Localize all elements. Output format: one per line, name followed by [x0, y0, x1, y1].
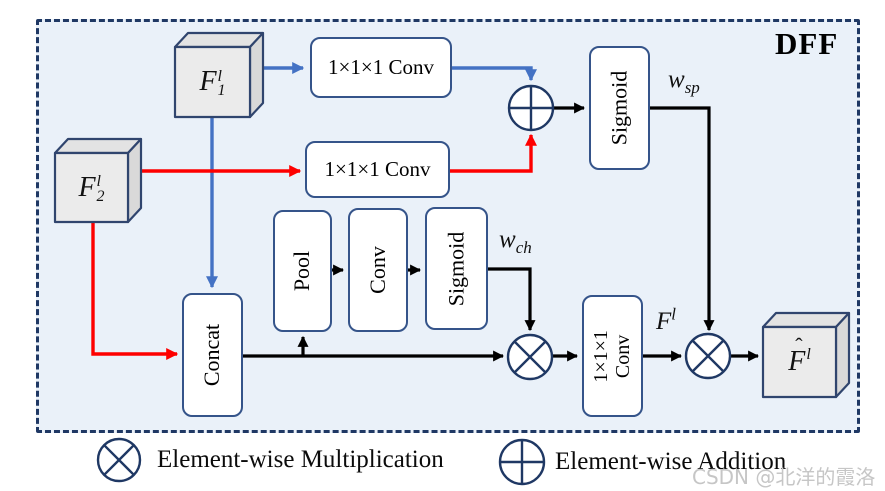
output-base-letter: F	[788, 346, 806, 377]
legend-add-icon	[498, 438, 546, 486]
pool-label: Pool	[289, 250, 315, 292]
w-sp-label: wsp	[668, 66, 700, 97]
f1-sub: 1	[217, 82, 226, 99]
w-sp-sub: sp	[684, 78, 700, 97]
w-ch-label: wch	[499, 226, 532, 257]
concat-block: Concat	[182, 293, 243, 417]
conv3-label-line2: Conv	[612, 334, 635, 378]
legend-multiply-icon	[96, 437, 142, 483]
f2-sup: l	[96, 173, 101, 191]
f2-sub: 2	[96, 187, 105, 205]
conv1-block: 1×1×1 Conv	[310, 37, 452, 98]
conv-channel-label: Conv	[365, 246, 390, 294]
w-ch-sub: ch	[515, 238, 532, 257]
output-sup: l	[806, 345, 811, 363]
conv3-label: 1×1×1 Conv	[590, 330, 635, 383]
legend-addition-label: Element-wise Addition	[555, 448, 787, 475]
w-sp-base: w	[668, 66, 685, 93]
conv2-label: 1×1×1 Conv	[324, 157, 431, 181]
w-ch-base: w	[499, 226, 516, 253]
conv2-block: 1×1×1 Conv	[305, 141, 450, 198]
f-l-label: Fl	[656, 304, 677, 336]
sigmoid-spatial-label: Sigmoid	[606, 70, 632, 146]
f-l-sup: l	[671, 304, 677, 324]
conv-channel-block: Conv	[348, 208, 408, 332]
f-l-base: F	[656, 308, 672, 335]
legend-multiplication-label: Element-wise Multiplication	[157, 446, 444, 473]
module-title: DFF	[775, 26, 839, 61]
f1-base: F	[199, 66, 217, 97]
sigmoid-channel-label: Sigmoid	[443, 231, 469, 306]
f2-base: F	[78, 171, 96, 203]
f1-sup: l	[217, 67, 222, 85]
pool-block: Pool	[273, 210, 332, 332]
sigmoid-spatial-block: Sigmoid	[589, 46, 650, 170]
sigmoid-channel-block: Sigmoid	[425, 207, 488, 330]
output-hat: ˆ	[795, 333, 803, 358]
conv3-block: 1×1×1 Conv	[582, 295, 643, 417]
concat-label: Concat	[199, 323, 225, 387]
watermark: CSDN @北洋的霞洛	[692, 465, 876, 489]
conv1-label: 1×1×1 Conv	[328, 55, 434, 79]
conv3-label-line1: 1×1×1	[590, 329, 613, 383]
